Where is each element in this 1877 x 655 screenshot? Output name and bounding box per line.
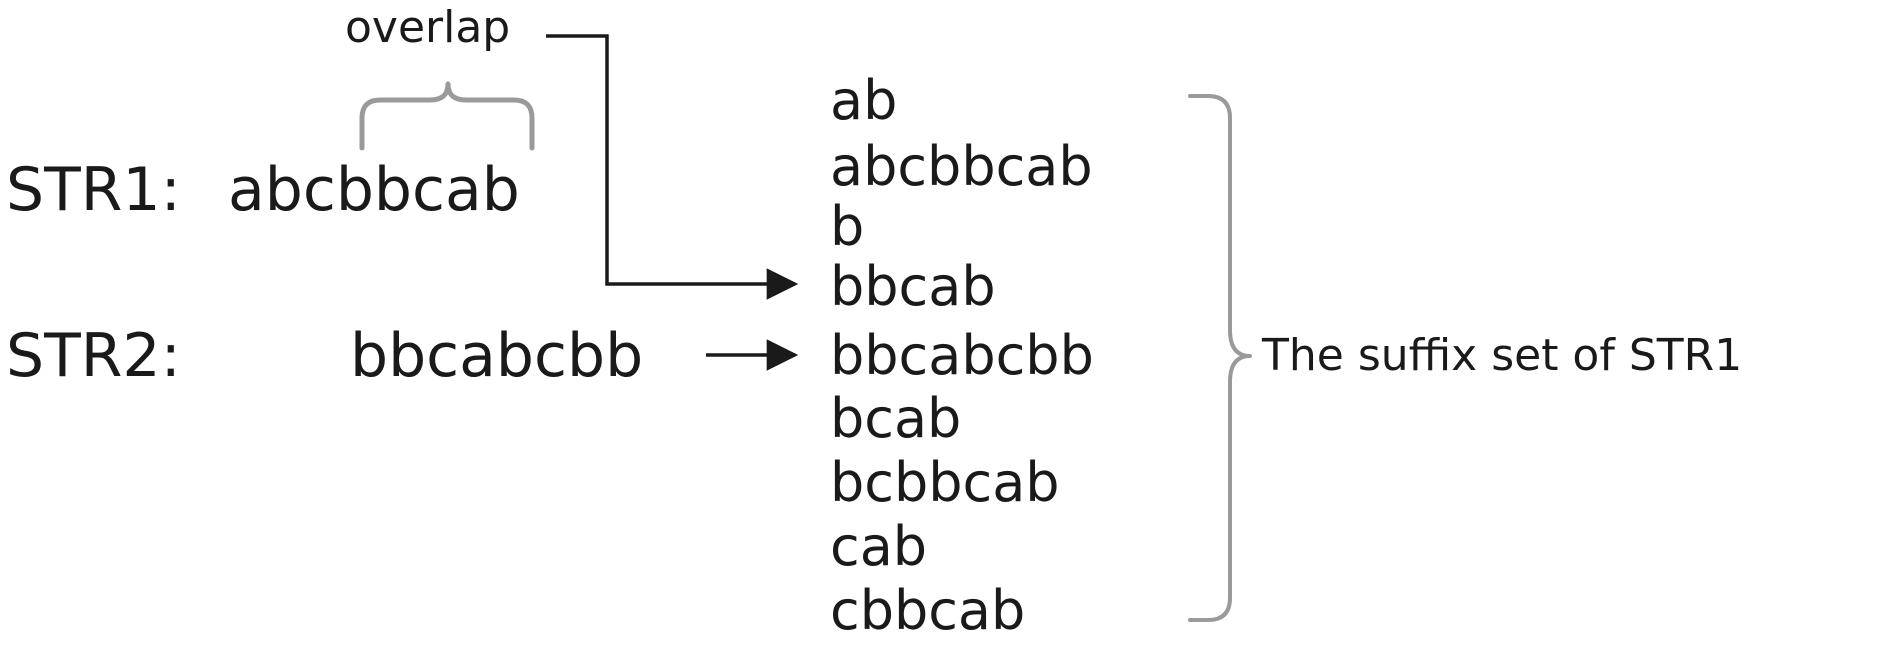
overlap-connector-arrow: [546, 34, 799, 300]
suffix-set-brace: [1188, 94, 1252, 622]
suffix-item: cab: [830, 515, 928, 578]
suffix-item: cbbcab: [830, 579, 1026, 642]
suffix-item: bbcab: [830, 255, 996, 318]
suffix-item: bcab: [830, 387, 962, 450]
suffix-item: bcbbcab: [830, 451, 1060, 514]
str2-label: STR2:: [6, 321, 181, 391]
suffix-item: bbcabcbb: [830, 324, 1094, 387]
str2-value: bbcabcbb: [350, 321, 644, 391]
overlap-label: overlap: [345, 2, 511, 53]
str1-label: STR1:: [6, 155, 181, 225]
str1-value: abcbbcab: [228, 155, 520, 225]
suffix-item: ab: [830, 69, 898, 132]
overlap-brace: [359, 81, 535, 151]
suffix-item: abcbbcab: [830, 135, 1093, 198]
suffix-item: b: [830, 195, 865, 258]
suffix-set-caption: The suffix set of STR1: [1262, 330, 1743, 381]
